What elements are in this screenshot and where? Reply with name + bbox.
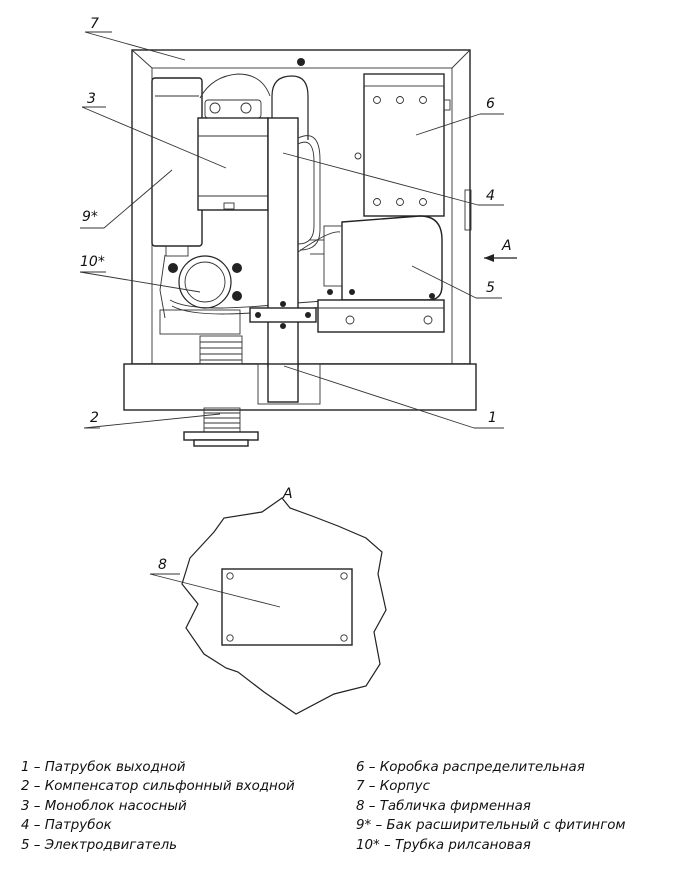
callout-2: 2 [90,410,99,426]
legend-item-7: 7 – Корпус [356,779,430,795]
callout-10: 10* [80,254,105,270]
electric-motor [310,215,445,333]
pipes [249,75,341,403]
legend-item-9: 9* – Бак расширительный с фитингом [356,818,626,834]
bellows-compensator [183,335,259,447]
callout-4: 4 [486,188,495,204]
legend-item-6: 6 – Коробка распределительная [356,760,585,775]
legend-item-5: 5 – Электродвигатель [21,837,178,853]
legend-item-1: 1 – Патрубок выходной [21,760,186,775]
legend-left: 1 – Патрубок выходной 2 – Компенсатор си… [21,758,295,855]
view-a-detail: A 8 [149,486,387,715]
junction-box [354,73,451,217]
view-a-title: A [282,486,293,502]
callout-6: 6 [486,96,495,112]
callout-9: 9* [82,209,98,225]
legend-item-10: 10* – Трубка рилсановая [356,837,531,853]
view-arrow-label: A [501,238,512,254]
legend-right: 6 – Коробка распределительная 7 – Корпус… [356,758,626,855]
nameplate [221,568,353,646]
callout-5: 5 [486,280,495,296]
callout-7: 7 [90,16,99,32]
callout-8: 8 [158,557,167,573]
callouts: 7 3 9* 10* 6 4 5 1 2 [79,16,504,429]
legend-item-3: 3 – Моноблок насосный [21,798,187,814]
callout-3: 3 [87,91,96,107]
legend-item-2: 2 – Компенсатор сильфонный входной [21,779,295,795]
view-arrow: A [484,238,517,262]
legend-item-8: 8 – Табличка фирменная [356,798,531,814]
expansion-tank [151,77,203,257]
legend-item-4: 4 – Патрубок [21,818,112,834]
callout-1: 1 [488,410,497,426]
pump-monoblock [197,73,271,211]
